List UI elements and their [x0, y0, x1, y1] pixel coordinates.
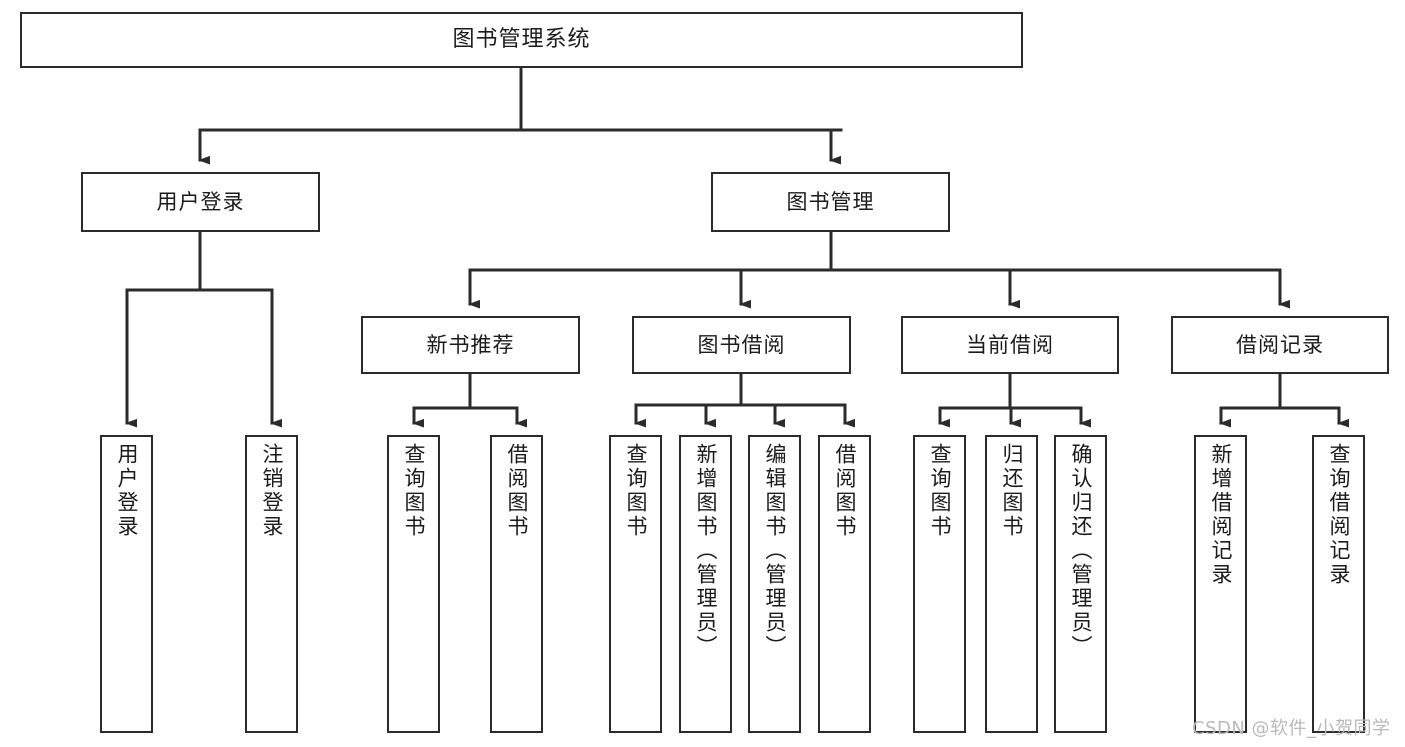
node-leaf-edit-book-admin[interactable]: 编辑图书（管理员） — [748, 435, 801, 733]
node-leaf-query-record-label: 查询借阅记录 — [1327, 443, 1351, 587]
node-new-book-rec-label: 新书推荐 — [426, 332, 515, 357]
node-current-borrow[interactable]: 当前借阅 — [901, 316, 1119, 374]
node-leaf-return-book-label: 归还图书 — [1000, 443, 1024, 539]
node-leaf-confirm-return[interactable]: 确认归还（管理员） — [1054, 435, 1107, 733]
node-book-borrow[interactable]: 图书借阅 — [632, 316, 851, 374]
node-leaf-add-book-admin[interactable]: 新增图书（管理员） — [679, 435, 732, 733]
node-leaf-user-logout-label: 注销登录 — [260, 443, 284, 539]
node-leaf-query-book-3[interactable]: 查询图书 — [913, 435, 966, 733]
node-leaf-borrow-book-1[interactable]: 借阅图书 — [490, 435, 543, 733]
node-leaf-borrow-book-2[interactable]: 借阅图书 — [818, 435, 871, 733]
node-new-book-rec[interactable]: 新书推荐 — [361, 316, 580, 374]
node-leaf-return-book[interactable]: 归还图书 — [985, 435, 1038, 733]
node-leaf-edit-book-admin-label: 编辑图书（管理员） — [763, 443, 787, 659]
node-leaf-query-book-2-label: 查询图书 — [624, 443, 648, 539]
node-user-login[interactable]: 用户登录 — [81, 172, 320, 232]
node-leaf-query-book-1[interactable]: 查询图书 — [387, 435, 440, 733]
node-leaf-confirm-return-label: 确认归还（管理员） — [1069, 443, 1093, 659]
node-book-manage-label: 图书管理 — [786, 189, 875, 214]
node-borrow-record[interactable]: 借阅记录 — [1171, 316, 1389, 374]
node-leaf-borrow-book-1-label: 借阅图书 — [505, 443, 529, 539]
node-leaf-query-book-1-label: 查询图书 — [402, 443, 426, 539]
node-leaf-user-logout[interactable]: 注销登录 — [245, 435, 298, 733]
node-leaf-add-record[interactable]: 新增借阅记录 — [1194, 435, 1247, 733]
node-book-manage[interactable]: 图书管理 — [711, 172, 950, 232]
node-leaf-query-record[interactable]: 查询借阅记录 — [1312, 435, 1365, 733]
node-current-borrow-label: 当前借阅 — [966, 332, 1054, 357]
node-leaf-user-login-label: 用户登录 — [115, 443, 139, 539]
node-leaf-add-book-admin-label: 新增图书（管理员） — [694, 443, 718, 659]
node-leaf-query-book-3-label: 查询图书 — [928, 443, 952, 539]
node-user-login-label: 用户登录 — [156, 189, 245, 214]
node-leaf-user-login[interactable]: 用户登录 — [100, 435, 153, 733]
node-root-label: 图书管理系统 — [452, 27, 591, 53]
node-leaf-borrow-book-2-label: 借阅图书 — [833, 443, 857, 539]
node-leaf-query-book-2[interactable]: 查询图书 — [609, 435, 662, 733]
node-root[interactable]: 图书管理系统 — [20, 12, 1023, 68]
node-leaf-add-record-label: 新增借阅记录 — [1209, 443, 1233, 587]
node-book-borrow-label: 图书借阅 — [697, 332, 786, 357]
node-borrow-record-label: 借阅记录 — [1236, 332, 1324, 357]
csdn-watermark: CSDN @软件_小贺同学 — [1192, 718, 1391, 739]
